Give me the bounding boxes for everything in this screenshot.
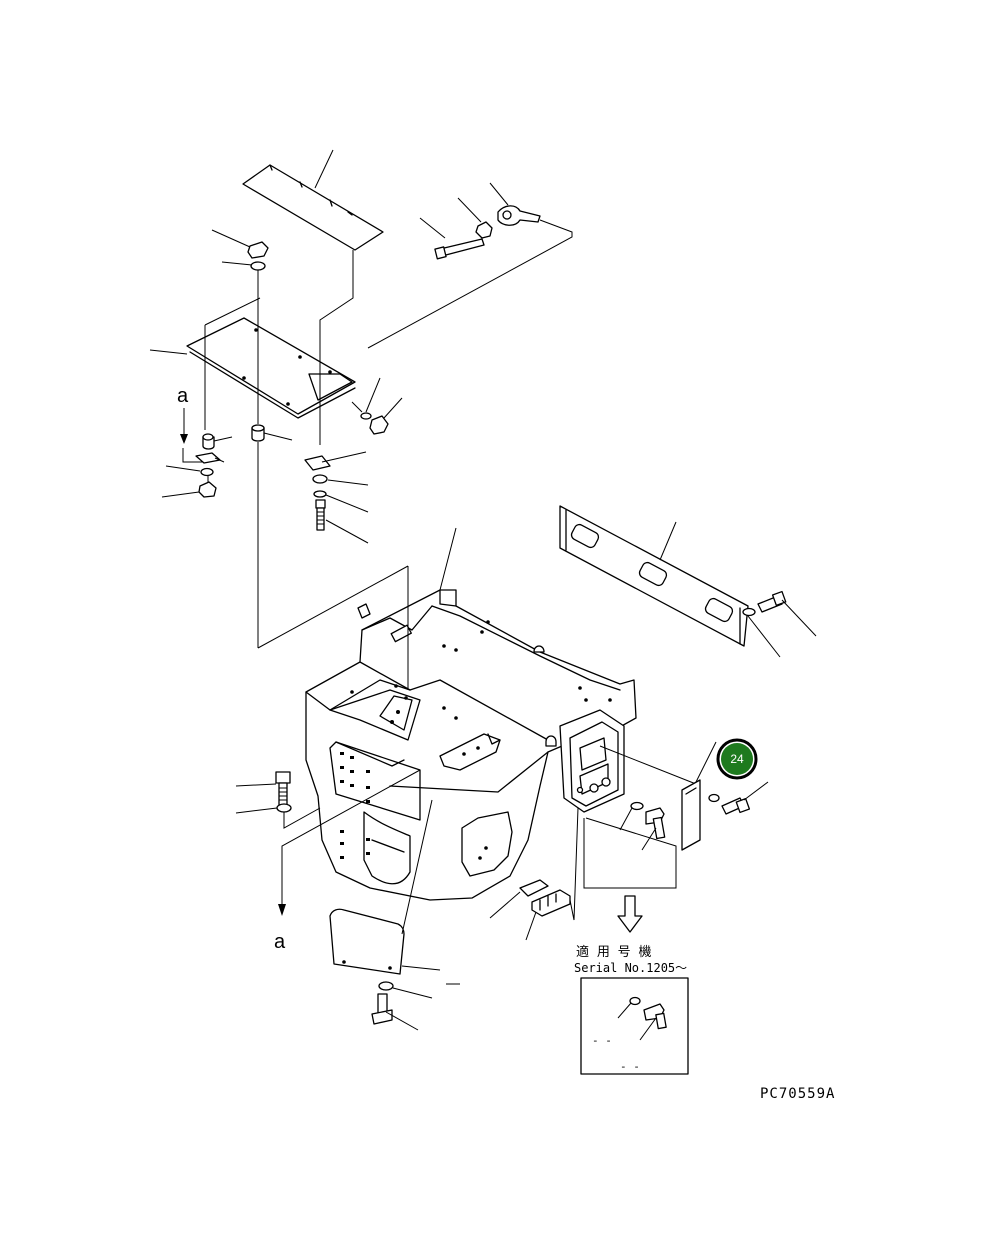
center-bolt-stack <box>304 451 369 544</box>
upper-floor-plate <box>149 250 356 445</box>
section-a-pointer: a <box>257 565 421 953</box>
top-cover-plate <box>242 149 384 251</box>
callout-24-ring <box>716 738 758 780</box>
serial-note-jp: 適 用 号 機 <box>576 944 651 960</box>
callout-24-badge <box>721 743 753 775</box>
right-washer-nut <box>351 377 403 435</box>
serial-detail-box: - - - - <box>580 977 689 1075</box>
left-face-rivets <box>340 752 370 859</box>
detail-mark-left: - - <box>592 1034 612 1047</box>
serial-applicability-note: 適 用 号 機 Serial No.1205〜 <box>574 944 687 975</box>
right-cover-bolt <box>742 590 817 658</box>
lower-cover-bolt <box>371 981 433 1031</box>
section-label-bottom: a <box>274 931 286 953</box>
center-nut-column <box>211 229 293 648</box>
detail-mark-bottom: - - <box>620 1060 640 1073</box>
under-cover-panel <box>329 799 460 985</box>
rear-plate-and-bolt <box>681 741 769 851</box>
left-frame-bolt <box>235 771 321 829</box>
serial-note-number: Serial No.1205〜 <box>574 961 687 975</box>
rear-washer-bolt <box>619 801 666 851</box>
left-bolt-stack: a <box>161 385 233 498</box>
drawing-code: PC70559A <box>760 1086 835 1102</box>
clamp-block <box>489 807 579 941</box>
callout-24-number: 24 <box>730 752 744 766</box>
callout-24-button[interactable]: 24 <box>716 738 758 780</box>
right-side-cover <box>559 505 749 647</box>
upper-rod-end-assembly <box>367 182 573 349</box>
rear-counterweight-bracket <box>559 709 697 889</box>
hollow-down-arrow-icon <box>617 895 643 933</box>
main-frame <box>305 527 637 901</box>
section-label-top: a <box>177 385 189 407</box>
